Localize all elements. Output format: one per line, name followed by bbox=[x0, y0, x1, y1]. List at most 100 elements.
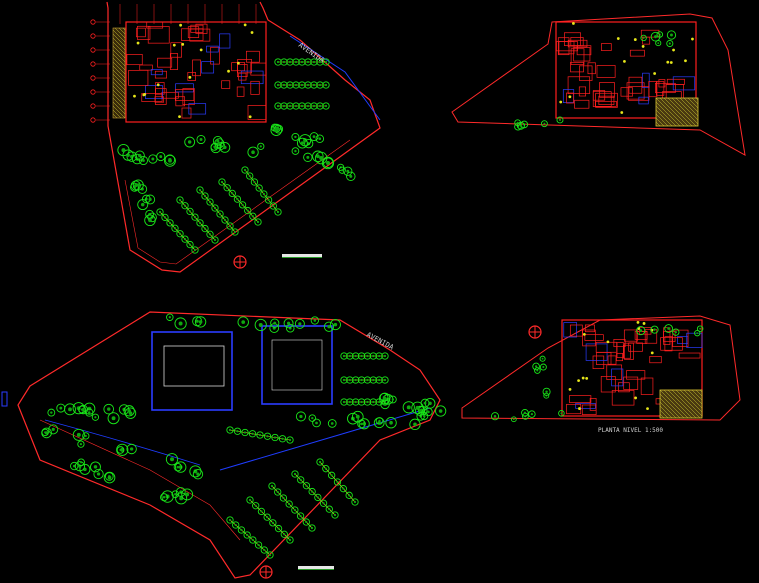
tree-center bbox=[213, 238, 217, 242]
tree-center bbox=[159, 155, 163, 159]
tree-center bbox=[162, 495, 166, 499]
tree-icon bbox=[201, 192, 209, 200]
tree-icon bbox=[286, 536, 294, 544]
room-outline bbox=[616, 353, 623, 362]
tree-center bbox=[168, 316, 171, 319]
tree-icon bbox=[694, 329, 701, 337]
fixture-mark bbox=[606, 340, 610, 344]
tree-center bbox=[306, 60, 310, 64]
room-outline bbox=[240, 70, 264, 85]
tree-center bbox=[639, 329, 643, 333]
tree-icon bbox=[210, 142, 219, 151]
tree-center bbox=[318, 460, 322, 464]
site-plan-bottom-left: AVENIDA bbox=[1, 311, 447, 579]
room-outline bbox=[596, 65, 616, 78]
tree-icon bbox=[333, 478, 342, 486]
tree-icon bbox=[175, 487, 186, 497]
tree-center bbox=[378, 354, 381, 358]
tree-icon bbox=[256, 431, 264, 439]
tree-center bbox=[668, 42, 671, 45]
tree-icon bbox=[347, 412, 359, 425]
tree-center bbox=[348, 378, 351, 382]
tree-icon bbox=[278, 435, 287, 443]
tree-icon bbox=[70, 461, 79, 471]
room-outline bbox=[175, 83, 194, 93]
tree-center bbox=[423, 401, 427, 405]
tree-center bbox=[306, 155, 310, 159]
tree-center bbox=[300, 104, 304, 108]
parking-line bbox=[159, 211, 196, 251]
fixture-mark bbox=[227, 69, 230, 73]
tree-icon bbox=[191, 213, 199, 221]
tree-icon bbox=[304, 139, 314, 149]
tree-center bbox=[282, 496, 285, 500]
fixture-mark bbox=[650, 351, 654, 355]
tree-icon bbox=[266, 551, 274, 559]
room-outline bbox=[600, 376, 616, 393]
fixture-mark bbox=[672, 48, 675, 52]
tree-icon bbox=[655, 40, 662, 47]
tree-icon bbox=[78, 404, 88, 415]
tree-icon bbox=[237, 316, 249, 328]
room-outline bbox=[169, 53, 178, 70]
tree-center bbox=[148, 218, 152, 223]
tree-center bbox=[318, 83, 322, 87]
tree-center bbox=[259, 145, 262, 148]
tree-icon bbox=[130, 182, 139, 192]
tree-icon bbox=[314, 493, 322, 502]
tree-center bbox=[107, 407, 111, 411]
tree-icon bbox=[308, 524, 316, 532]
tree-center bbox=[318, 137, 322, 141]
room-outline bbox=[137, 25, 151, 40]
tree-icon bbox=[540, 120, 548, 128]
tree-icon bbox=[351, 410, 364, 423]
tree-center bbox=[543, 122, 546, 125]
tree-center bbox=[251, 432, 254, 435]
tree-icon bbox=[490, 412, 500, 421]
parking-line bbox=[221, 181, 259, 223]
room-outline bbox=[139, 64, 153, 71]
tree-icon bbox=[664, 324, 673, 333]
tree-center bbox=[423, 414, 426, 418]
tree-center bbox=[183, 204, 187, 207]
room-outline bbox=[187, 72, 196, 81]
fixture-mark bbox=[641, 45, 645, 48]
tree-center bbox=[258, 433, 262, 437]
hatch-line bbox=[112, 29, 126, 43]
tree-center bbox=[330, 474, 333, 477]
tree-icon bbox=[346, 352, 354, 360]
tree-center bbox=[294, 149, 297, 153]
tree-center bbox=[276, 210, 280, 214]
tree-center bbox=[378, 419, 381, 423]
tree-center bbox=[360, 422, 363, 426]
fixture-mark bbox=[568, 95, 572, 99]
tree-center bbox=[253, 180, 256, 184]
tree-icon bbox=[528, 410, 536, 418]
fixture-mark bbox=[133, 94, 136, 98]
site-boundary bbox=[451, 13, 746, 156]
building-outline bbox=[555, 21, 697, 119]
inner-boundary bbox=[124, 139, 351, 265]
room-outline bbox=[607, 355, 617, 365]
building-footprint bbox=[125, 21, 267, 123]
trees bbox=[117, 123, 356, 227]
tree-icon bbox=[303, 152, 313, 163]
tree-icon bbox=[345, 491, 353, 499]
tree-center bbox=[355, 414, 360, 419]
tree-icon bbox=[218, 178, 226, 186]
tree-center bbox=[333, 322, 338, 327]
tree-icon bbox=[312, 150, 324, 163]
tree-center bbox=[324, 467, 327, 470]
tree-icon bbox=[186, 240, 194, 249]
tree-icon bbox=[357, 376, 366, 384]
tree-icon bbox=[279, 494, 288, 502]
hatch-line bbox=[112, 45, 126, 59]
room-outline bbox=[175, 96, 186, 107]
hatch-line bbox=[659, 401, 677, 419]
room-outline bbox=[664, 336, 673, 352]
tree-icon bbox=[385, 417, 397, 429]
tree-icon bbox=[122, 149, 134, 161]
tree-center bbox=[217, 141, 221, 145]
tree-center bbox=[306, 104, 310, 108]
tree-icon bbox=[316, 458, 324, 466]
